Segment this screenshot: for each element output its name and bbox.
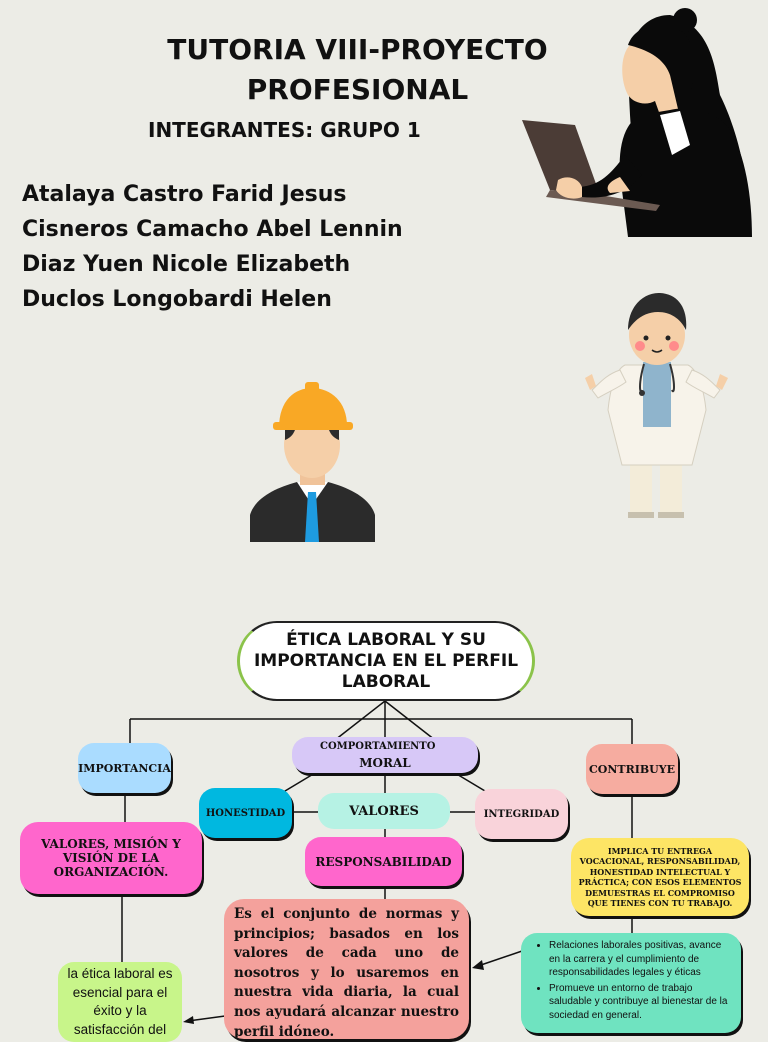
woman-laptop-icon xyxy=(522,8,752,238)
node-integridad: INTEGRIDAD xyxy=(475,789,568,839)
member-name: Diaz Yuen Nicole Elizabeth xyxy=(22,252,351,277)
members-list: Atalaya Castro Farid Jesus Cisneros Cama… xyxy=(22,177,403,317)
node-beneficios: Relaciones laborales positivas, avance e… xyxy=(521,933,741,1033)
node-definicion: Es el conjunto de normas y principios; b… xyxy=(224,899,469,1039)
node-importancia: IMPORTANCIA xyxy=(78,743,171,793)
group-subtitle: INTEGRANTES: GRUPO 1 xyxy=(148,118,421,142)
node-valores: VALORES xyxy=(318,793,450,829)
node-comportamiento-moral: COMPORTAMIENTO MORAL xyxy=(292,737,478,773)
node-valores-mision-vision: VALORES, MISIÓN Y VISIÓN DE LA ORGANIZAC… xyxy=(20,822,202,894)
member-name: Atalaya Castro Farid Jesus xyxy=(22,182,347,207)
node-comportamiento-line1: COMPORTAMIENTO xyxy=(320,741,436,752)
node-comportamiento-line2: MORAL xyxy=(359,756,411,770)
doctor-icon xyxy=(585,292,728,518)
member-name: Duclos Longobardi Helen xyxy=(22,287,332,312)
member-name: Cisneros Camacho Abel Lennin xyxy=(22,217,403,242)
beneficio-item: Promueve un entorno de trabajo saludable… xyxy=(549,982,731,1023)
node-honestidad: HONESTIDAD xyxy=(199,788,292,838)
node-responsabilidad: RESPONSABILIDAD xyxy=(305,837,462,886)
node-etica-esencial: la ética laboral es esencial para el éxi… xyxy=(58,962,182,1042)
diagram-main-node: ÉTICA LABORAL Y SU IMPORTANCIA EN EL PER… xyxy=(237,621,535,701)
engineer-icon xyxy=(250,382,375,542)
node-implica: IMPLICA TU ENTREGA VOCACIONAL, RESPONSAB… xyxy=(571,838,749,916)
node-contribuye: CONTRIBUYE xyxy=(586,744,678,794)
beneficio-item: Relaciones laborales positivas, avance e… xyxy=(549,939,731,980)
page-title: TUTORIA VIII-PROYECTO PROFESIONAL xyxy=(167,33,548,106)
